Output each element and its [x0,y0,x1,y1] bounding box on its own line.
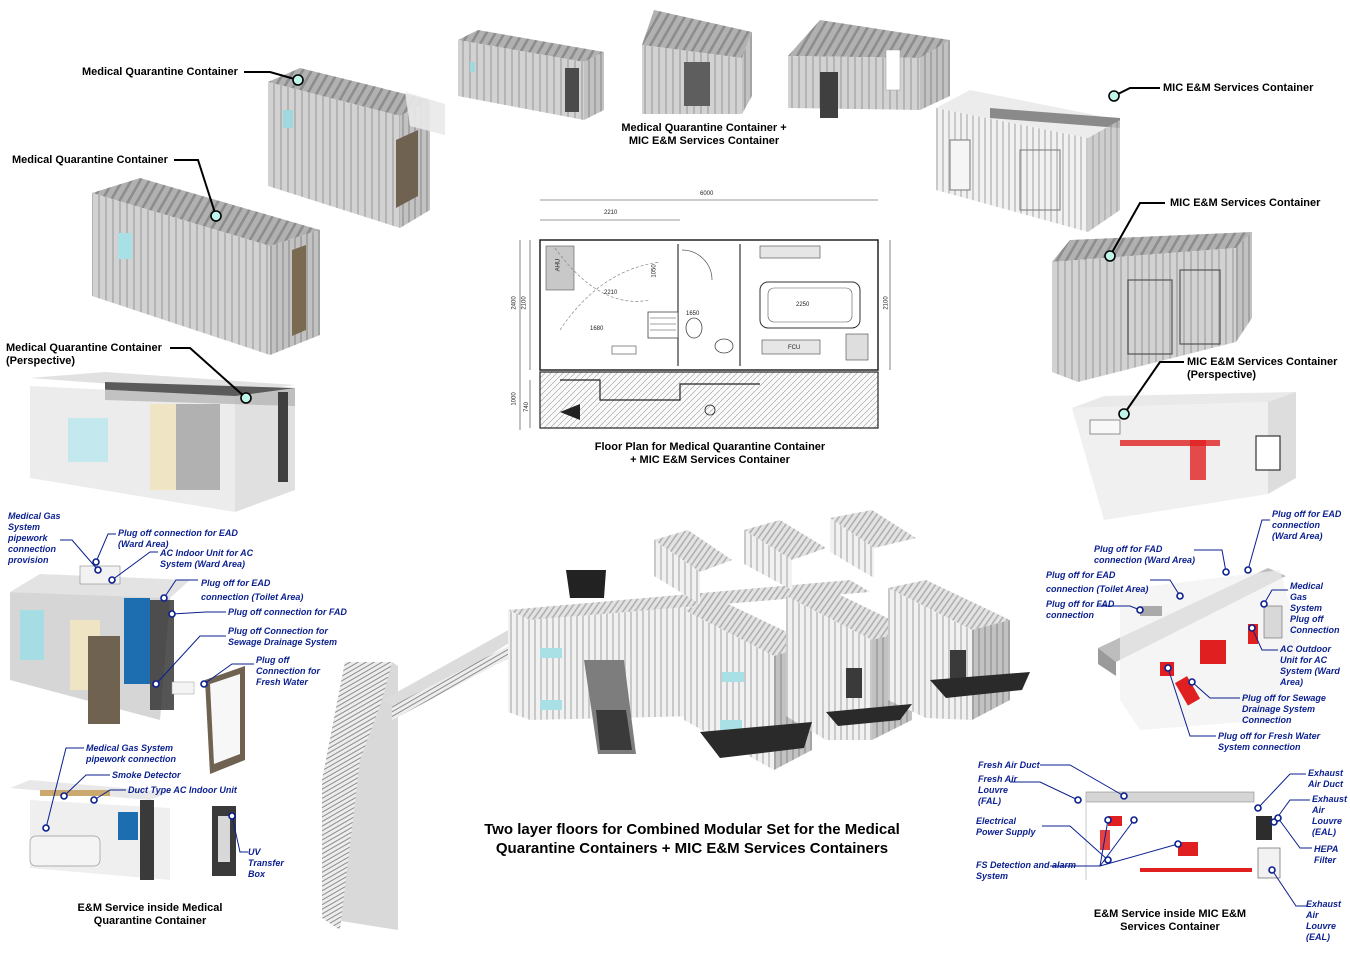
callout-ead-ward: Plug off connection for EAD(Ward Area) [118,528,238,549]
dim-1650: 1650 [686,311,700,317]
stack-lower-row [684,580,1030,770]
pair-render-2 [642,10,752,114]
callout-duct-ac-indoor: Duct Type AC Indoor Unit [128,785,237,795]
callout-smoke-detector: Smoke Detector [112,770,181,780]
mic-render-perspective [1072,392,1296,520]
mqc-em-service-view [10,780,236,880]
modular-set-render [322,510,1030,930]
stack-upper-row [654,510,916,604]
caption-combined: Two layer floors for Combined Modular Se… [484,821,900,838]
caption-floor-plan-sub: + MIC E&M Services Container [630,454,790,466]
blue-leaders-left [45,533,254,853]
caption-em-mic: E&M Service inside MIC E&M [1093,908,1247,920]
label-mic-perspective-sub: (Perspective) [1187,369,1257,381]
callout-fad: Plug off connection for FAD [228,607,347,617]
mic-exploded-view [1098,568,1300,730]
dim-2210b: 2210 [604,290,618,296]
dim-2100b: 2100 [883,296,890,310]
label-mqc-perspective: Medical Quarantine Container [6,342,162,354]
caption-pair: Medical Quarantine Container + [621,122,787,134]
dim-2400: 2400 [511,296,518,310]
dim-1050: 1050 [651,264,658,278]
blue-leaders-right [1010,519,1312,907]
tag-ahu: AHU [555,258,562,272]
caption-em-mqc: E&M Service inside Medical [77,902,223,914]
floor-plan [519,199,891,430]
label-mic-top: MIC E&M Services Container [1163,82,1314,94]
mqc-render-mid [92,178,320,355]
mqc-render-top [268,68,445,228]
dim-740: 740 [524,401,531,413]
mic-em-service-view [1085,791,1281,880]
callout-r-fresh-air-duct: Fresh Air Duct [978,760,1040,770]
pair-render-3 [788,20,950,118]
label-mic-perspective: MIC E&M Services Container [1187,356,1338,368]
cyan-markers [210,74,1130,420]
pair-render-1 [458,30,604,120]
caption-combined-sub: Quarantine Containers + MIC E&M Services… [495,840,889,857]
mic-render-top [936,90,1120,232]
mqc-render-perspective [30,372,295,512]
caption-em-mqc-sub: Quarantine Container [93,915,207,927]
dim-1000: 1000 [511,392,518,406]
mic-render-mid [1052,232,1252,382]
black-leaders [170,71,1184,415]
label-mqc-mid: Medical Quarantine Container [12,154,168,166]
label-mqc-perspective-sub: (Perspective) [6,355,76,367]
dim-2250: 2250 [796,302,810,308]
dim-2210a: 2210 [604,210,618,216]
mqc-exploded-view [10,565,245,774]
caption-pair-sub: MIC E&M Services Container [628,135,780,147]
blue-markers [42,558,1282,874]
label-mqc-top: Medical Quarantine Container [82,66,238,78]
caption-floor-plan: Floor Plan for Medical Quarantine Contai… [594,441,826,453]
label-mic-mid: MIC E&M Services Container [1170,197,1321,209]
tag-fcu: FCU [788,345,801,351]
caption-em-mic-sub: Services Container [1120,921,1220,933]
dim-2100a: 2100 [521,296,528,310]
dim-overall: 6000 [700,191,714,197]
dim-1680: 1680 [590,326,604,332]
